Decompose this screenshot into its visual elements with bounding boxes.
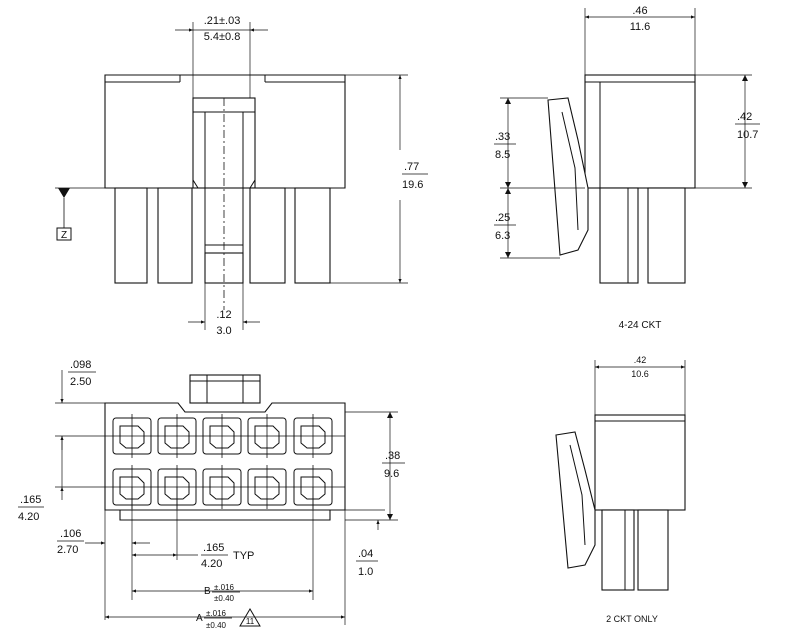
- dim-b-tol-inch: ±.016: [214, 583, 235, 592]
- side2-pin: [637, 509, 669, 591]
- cavity-terminal: [164, 425, 190, 449]
- front-pin: [114, 187, 148, 284]
- offset-inch: .106: [60, 528, 81, 540]
- front-pin: [249, 187, 286, 284]
- dim-a-tol-inch: ±.016: [206, 609, 227, 618]
- side2-latch: [555, 431, 596, 569]
- bottom-height-mm: 9.6: [384, 468, 399, 480]
- side-latch: [547, 97, 589, 256]
- side-housing: [584, 74, 696, 189]
- bottom-housing: [104, 402, 346, 521]
- cavity-grid: [112, 414, 333, 509]
- side2-pin: [601, 509, 635, 591]
- bottom-height-inch: .38: [385, 450, 400, 462]
- col-pitch-typ: TYP: [233, 550, 254, 562]
- side-lower-inch: .25: [495, 212, 510, 224]
- cavity-terminal: [209, 425, 235, 449]
- col-pitch-mm: 4.20: [201, 558, 222, 570]
- dim-a-label: A: [196, 613, 203, 624]
- side-width-inch: .46: [632, 5, 647, 17]
- pin-inch: .12: [216, 309, 231, 321]
- cavity-terminal: [300, 425, 326, 449]
- pitch-inch: .21±.03: [204, 15, 241, 27]
- pin-mm: 3.0: [216, 325, 231, 337]
- edge-mm: 2.50: [70, 376, 91, 388]
- front-pin: [294, 187, 331, 284]
- side2-caption: 2 CKT ONLY: [606, 614, 658, 624]
- bottom-tab: [189, 374, 261, 404]
- flange-inch: .04: [358, 548, 373, 560]
- side-width-mm: 11.6: [630, 21, 651, 33]
- height-mm: 19.6: [402, 179, 423, 191]
- side-body-inch: .42: [737, 111, 752, 123]
- side-lower-mm: 6.3: [495, 230, 510, 242]
- side-pin: [599, 187, 639, 284]
- cavity-terminal: [254, 476, 280, 500]
- col-pitch-inch: .165: [203, 542, 224, 554]
- cavity-terminal: [209, 476, 235, 500]
- flange-mm: 1.0: [358, 566, 373, 578]
- side2-width-inch: .42: [634, 355, 647, 365]
- side-view: .46 11.6 .33 8.5 .25 6.3 .42 10.7 4-24 C…: [494, 5, 760, 331]
- front-view: Z .21±.03 5.4±0.8 .77 19.6 .12 3.0: [55, 15, 428, 337]
- cavity-terminal: [164, 476, 190, 500]
- dim-a-tol-mm: ±0.40: [206, 621, 227, 630]
- side2-width-mm: 10.6: [631, 369, 649, 379]
- cavity-terminal: [119, 476, 145, 500]
- dim-b-label: B: [204, 586, 211, 597]
- dim-b-tol-mm: ±0.40: [214, 594, 235, 603]
- row-pitch-inch: .165: [20, 494, 41, 506]
- side-view-2ckt: .42 10.6 2 CKT ONLY: [555, 355, 686, 624]
- cavity-terminal: [254, 425, 280, 449]
- side2-housing: [594, 414, 686, 511]
- side-body-mm: 10.7: [737, 129, 758, 141]
- edge-inch: .098: [70, 359, 91, 371]
- bottom-view: .098 2.50 .165 4.20 .106 2.70 .165 4.20 …: [18, 359, 405, 630]
- datum-box: [56, 227, 72, 241]
- side-caption: 4-24 CKT: [619, 320, 662, 331]
- cavity-terminal: [119, 425, 145, 449]
- row-pitch-mm: 4.20: [18, 511, 39, 523]
- note-flag-triangle: [239, 608, 261, 627]
- datum-label: Z: [61, 230, 67, 241]
- height-inch: .77: [404, 161, 419, 173]
- note-flag: 11: [246, 617, 255, 626]
- offset-mm: 2.70: [57, 544, 78, 556]
- side-pin: [647, 187, 686, 284]
- side-upper-inch: .33: [495, 131, 510, 143]
- cavity-terminal: [300, 476, 326, 500]
- pitch-mm: 5.4±0.8: [204, 31, 241, 43]
- front-pin: [157, 187, 193, 284]
- side-upper-mm: 8.5: [495, 149, 510, 161]
